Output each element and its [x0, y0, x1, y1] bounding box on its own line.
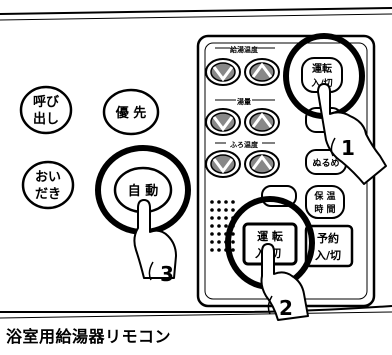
hand-icons: [133, 83, 387, 321]
step-number-1: 1: [341, 136, 355, 160]
grille-dot: [210, 232, 214, 236]
hot-water-up-button[interactable]: [244, 58, 280, 86]
grille-dot: [217, 232, 221, 236]
grille-dot: [210, 248, 214, 252]
grille-dot: [217, 208, 221, 212]
chevron-up-icon: [251, 112, 273, 128]
label-hot-water-temp: 給湯温度: [230, 45, 259, 54]
call-button[interactable]: 呼び 出し: [19, 85, 73, 135]
grille-dot: [231, 208, 235, 212]
heat-keep-label-1: 保 温: [313, 190, 335, 202]
reheat-label-2: だき: [35, 187, 61, 202]
priority-button[interactable]: 優 先: [102, 88, 160, 136]
priority-label: 優 先: [115, 105, 147, 121]
grille-dot: [224, 200, 228, 204]
hand-icon: [133, 199, 177, 279]
call-label-2: 出し: [33, 111, 59, 127]
grille-dot: [231, 200, 235, 204]
chevron-down-icon: [212, 116, 234, 132]
hot-water-down-button[interactable]: [205, 58, 241, 86]
chevron-up-icon: [251, 154, 273, 170]
step-ticks: [148, 137, 336, 315]
label-bath-temp: ふろ温度: [230, 140, 259, 149]
reheat-label-1: おい: [35, 170, 61, 185]
chevron-down-icon: [212, 66, 234, 82]
grille-dot: [210, 216, 214, 220]
bath-temp-up-button[interactable]: [244, 150, 280, 178]
chevron-down-icon: [212, 158, 234, 174]
grille-dot: [231, 248, 235, 252]
grille-dot: [224, 216, 228, 220]
grille-dot: [224, 208, 228, 212]
auto-label: 自 動: [128, 183, 159, 199]
hand-icon: [260, 243, 309, 321]
heat-keep-time-button[interactable]: 保 温 時 間: [305, 185, 345, 219]
bath-temp-down-button[interactable]: [205, 150, 241, 178]
grille-dot: [210, 224, 214, 228]
heat-keep-label-2: 時 間: [314, 203, 335, 215]
reheat-button[interactable]: おい だき: [21, 160, 75, 210]
grille-dot: [217, 248, 221, 252]
chevron-up-icon: [251, 62, 273, 78]
grille-dot: [217, 240, 221, 244]
grille-dot: [231, 232, 235, 236]
water-volume-down-button[interactable]: [205, 108, 241, 136]
step-number-2: 2: [279, 296, 293, 320]
timer-label-1: 予約: [317, 231, 339, 245]
run-bottom-label-1: 運 転: [257, 229, 283, 243]
label-water-volume: 湯量: [237, 97, 251, 106]
water-volume-up-button[interactable]: [244, 108, 280, 136]
lukewarm-label: ぬるめ: [312, 158, 339, 169]
grille-dot: [210, 208, 214, 212]
timer-label-2: 入/切: [315, 249, 341, 262]
grille-dot: [210, 200, 214, 204]
run-top-label-1: 運転: [312, 62, 332, 75]
grille-dot: [231, 240, 235, 244]
grille-dot: [210, 240, 214, 244]
grille-dot: [217, 200, 221, 204]
label-rules: [215, 47, 275, 144]
grille-dot: [224, 224, 228, 228]
diagram-caption: 浴室用給湯器リモコン: [6, 327, 172, 346]
grille-dot: [217, 224, 221, 228]
call-label-1: 呼び: [33, 94, 60, 110]
hand-icon: [317, 83, 387, 185]
step-number-3: 3: [160, 262, 174, 286]
grille-dot: [217, 216, 221, 220]
timer-button[interactable]: 予約 入/切: [304, 224, 354, 268]
